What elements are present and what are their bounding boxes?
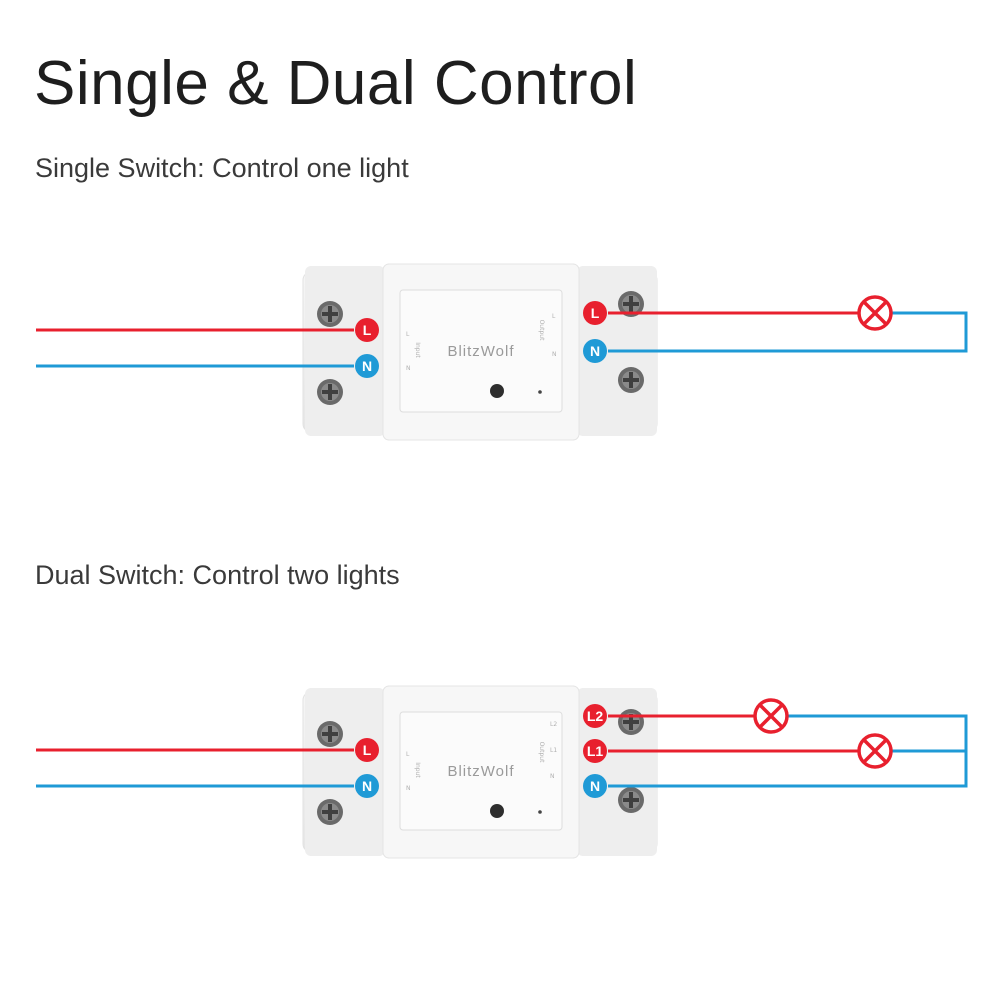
screw-icon — [317, 721, 343, 747]
input-pin-label: L — [406, 751, 410, 758]
brand-logo: BlitzWolf — [447, 343, 514, 360]
lamp-icon — [857, 295, 893, 331]
svg-text:L: L — [363, 742, 372, 758]
input-live-terminal: L — [355, 318, 379, 342]
screw-icon — [618, 367, 644, 393]
svg-text:L: L — [363, 322, 372, 338]
output-l1-terminal: L1 — [583, 739, 607, 763]
brand-logo: BlitzWolf — [447, 763, 514, 780]
output-pin-label: L1 — [550, 747, 557, 754]
output-label: Output — [538, 320, 545, 341]
lamp-icon — [857, 733, 893, 769]
input-pin-label: L — [406, 331, 410, 338]
svg-text:N: N — [362, 778, 372, 794]
relay-module: L N Input Output L2 L1 N BlitzWolf — [302, 685, 658, 859]
input-live-terminal: L — [355, 738, 379, 762]
svg-text:N: N — [362, 358, 372, 374]
status-led — [538, 810, 542, 814]
input-neutral-terminal: N — [355, 774, 379, 798]
dual-switch-diagram: L N Input Output L2 L1 N BlitzWolf L N L… — [36, 685, 968, 859]
svg-text:L: L — [591, 305, 600, 321]
screw-icon — [618, 291, 644, 317]
screw-icon — [618, 709, 644, 735]
output-pin-label: N — [550, 773, 555, 780]
svg-text:N: N — [590, 343, 600, 359]
screw-icon — [317, 379, 343, 405]
output-neutral-terminal: N — [583, 339, 607, 363]
single-switch-diagram: L N Input Output L N BlitzWolf L N L N — [36, 263, 968, 441]
screw-icon — [618, 787, 644, 813]
screw-icon — [317, 301, 343, 327]
input-label: Input — [414, 762, 421, 778]
output-pin-label: L2 — [550, 721, 557, 728]
pairing-button — [490, 384, 504, 398]
output-l2-terminal: L2 — [583, 704, 607, 728]
input-pin-label: N — [406, 785, 411, 792]
output-label: Output — [538, 742, 545, 763]
lamp-icon — [753, 698, 789, 734]
svg-text:L1: L1 — [587, 743, 604, 759]
screw-icon — [317, 799, 343, 825]
output-pin-label: N — [552, 351, 557, 358]
output-neutral-terminal: N — [583, 774, 607, 798]
status-led — [538, 390, 542, 394]
pairing-button — [490, 804, 504, 818]
output-live-terminal: L — [583, 301, 607, 325]
dual-switch-subtitle: Dual Switch: Control two lights — [35, 560, 400, 590]
input-pin-label: N — [406, 365, 411, 372]
single-switch-subtitle: Single Switch: Control one light — [35, 153, 409, 183]
output-pin-label: L — [552, 313, 556, 320]
svg-text:L2: L2 — [587, 708, 604, 724]
page-title: Single & Dual Control — [34, 49, 638, 118]
input-label: Input — [414, 342, 421, 358]
svg-text:N: N — [590, 778, 600, 794]
input-neutral-terminal: N — [355, 354, 379, 378]
output-neutral-wire — [608, 311, 968, 353]
